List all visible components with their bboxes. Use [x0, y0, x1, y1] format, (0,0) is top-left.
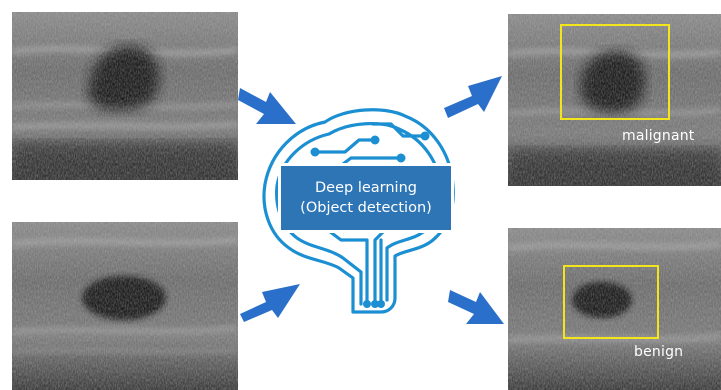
label-malignant: malignant [622, 128, 695, 144]
detection-box-malignant [560, 24, 670, 120]
label-benign: benign [634, 344, 683, 360]
detection-box-benign [563, 265, 659, 339]
input-ultrasound-bottom [12, 222, 238, 390]
deep-learning-title: Deep learning [281, 178, 451, 198]
output-ultrasound-top: malignant [508, 14, 721, 186]
object-detection-subtitle: (Object detection) [281, 198, 451, 218]
input-ultrasound-top [12, 12, 238, 180]
output-ultrasound-bottom: benign [508, 228, 721, 390]
deep-learning-label-box: Deep learning (Object detection) [281, 166, 451, 230]
